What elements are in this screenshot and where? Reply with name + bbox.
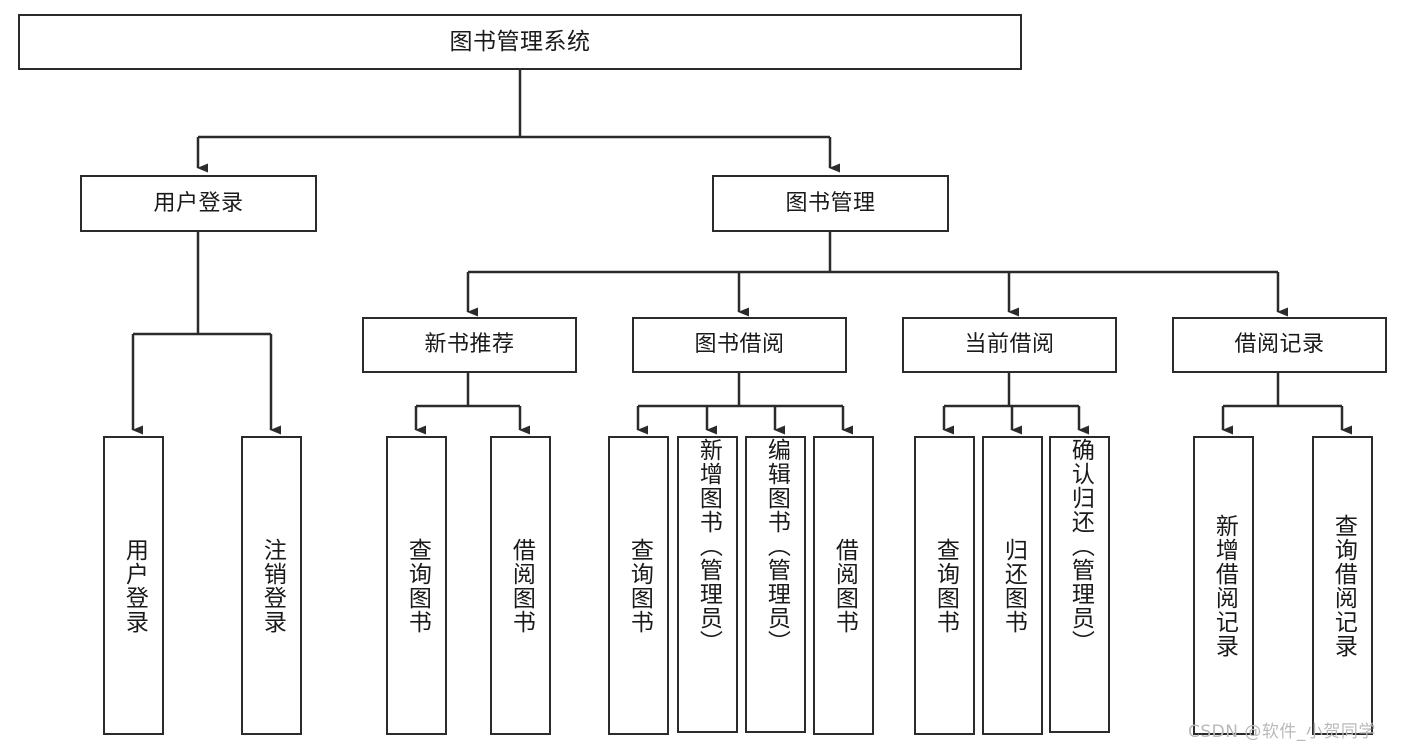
node-label: 用户登录 (121, 537, 148, 634)
node-current-borrow[interactable]: 当前借阅 (902, 317, 1117, 373)
node-label: 图书管理 (785, 190, 876, 216)
node-label: 图书借阅 (694, 332, 785, 358)
node-leaf-user-login[interactable]: 用户登录 (103, 436, 164, 735)
node-leaf-borrow-book-recommend[interactable]: 借阅图书 (490, 436, 551, 735)
node-leaf-add-book[interactable]: 新增图书（管理员） (677, 436, 738, 733)
node-label: 当前借阅 (964, 332, 1055, 358)
node-label: 用户登录 (153, 190, 244, 216)
node-label: 借阅图书 (831, 537, 858, 634)
node-book-borrow[interactable]: 图书借阅 (632, 317, 847, 373)
node-label: 借阅图书 (508, 537, 535, 634)
node-root-system[interactable]: 图书管理系统 (18, 14, 1022, 70)
node-new-book-recommend[interactable]: 新书推荐 (362, 317, 577, 373)
node-label: 图书管理系统 (449, 28, 591, 55)
node-leaf-query-book-recommend[interactable]: 查询图书 (386, 436, 447, 735)
node-label: 注销登录 (259, 537, 286, 634)
node-label: 新增借阅记录 (1211, 513, 1238, 658)
node-label: 新书推荐 (424, 332, 515, 358)
node-leaf-add-borrow-record[interactable]: 新增借阅记录 (1193, 436, 1254, 735)
node-label: 编辑图书（管理员） (763, 438, 790, 654)
node-label: 查询借阅记录 (1330, 513, 1357, 658)
node-label: 确认归还（管理员） (1067, 438, 1094, 654)
node-leaf-confirm-return[interactable]: 确认归还（管理员） (1049, 436, 1110, 733)
node-leaf-return-book[interactable]: 归还图书 (982, 436, 1043, 735)
node-label: 新增图书（管理员） (695, 438, 722, 654)
node-leaf-logout-login[interactable]: 注销登录 (241, 436, 302, 735)
node-label: 借阅记录 (1234, 332, 1325, 358)
node-leaf-query-borrow-record[interactable]: 查询借阅记录 (1312, 436, 1373, 735)
node-borrow-record[interactable]: 借阅记录 (1172, 317, 1387, 373)
node-book-manage[interactable]: 图书管理 (712, 175, 949, 232)
node-label: 归还图书 (1000, 537, 1027, 634)
node-leaf-query-book-borrow[interactable]: 查询图书 (608, 436, 669, 735)
node-label: 查询图书 (404, 537, 431, 634)
csdn-watermark: CSDN @软件_小贺同学 (1188, 722, 1376, 742)
node-label: 查询图书 (932, 537, 959, 634)
node-user-login[interactable]: 用户登录 (80, 175, 317, 232)
node-leaf-edit-book[interactable]: 编辑图书（管理员） (745, 436, 806, 733)
node-leaf-borrow-book[interactable]: 借阅图书 (813, 436, 874, 735)
node-label: 查询图书 (626, 537, 653, 634)
node-leaf-query-book-current[interactable]: 查询图书 (914, 436, 975, 735)
